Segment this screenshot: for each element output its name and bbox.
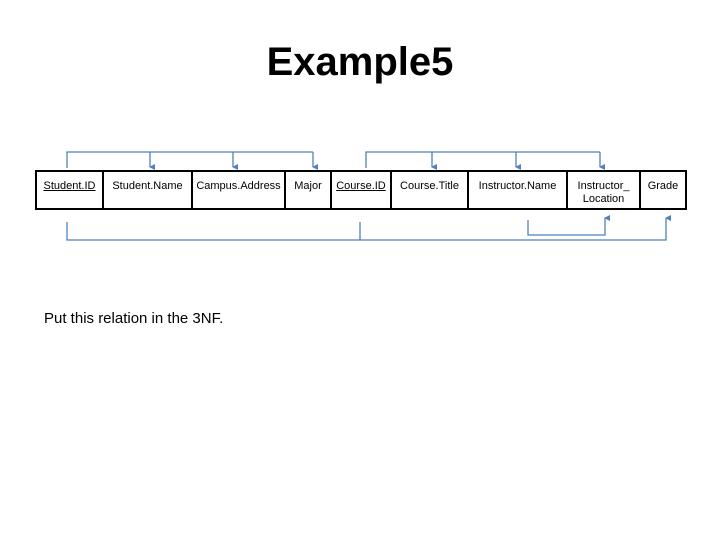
attribute-instructor-name: Instructor.Name [467,172,566,208]
dependency-instructor-name [527,215,610,236]
attribute-label: Instructor_ Location [577,180,630,205]
dependency-composite-key [66,215,671,241]
slide-title: Example5 [266,40,454,84]
relation-table: Student.ID Student.Name Campus.Address M… [35,170,687,210]
attribute-course-id: Course.ID [330,172,390,208]
attribute-label: Campus.Address [196,180,281,192]
dependency-course-id [365,151,605,170]
attribute-major: Major [284,172,330,208]
attribute-course-title: Course.Title [390,172,467,208]
attribute-label: Course.Title [400,180,459,192]
dep-line-grade [66,215,671,241]
attribute-instructor-location: Instructor_ Location [566,172,639,208]
attribute-grade: Grade [639,172,685,208]
attribute-label: Major [294,180,322,192]
dep-line-course-bracket [365,151,600,168]
attribute-label: Instructor.Name [478,180,557,192]
attribute-label: Student.Name [112,180,183,192]
dependency-student-id [66,151,318,170]
attribute-label: Student.ID [43,180,96,192]
task-instruction: Put this relation in the 3NF. [44,310,224,327]
attribute-label: Grade [647,180,679,192]
attribute-student-name: Student.Name [102,172,191,208]
attribute-label: Course.ID [336,180,386,192]
dep-line-student-bracket [66,151,313,168]
attribute-student-id: Student.ID [37,172,102,208]
attribute-campus-address: Campus.Address [191,172,284,208]
dep-line-instructor-location [527,215,610,236]
